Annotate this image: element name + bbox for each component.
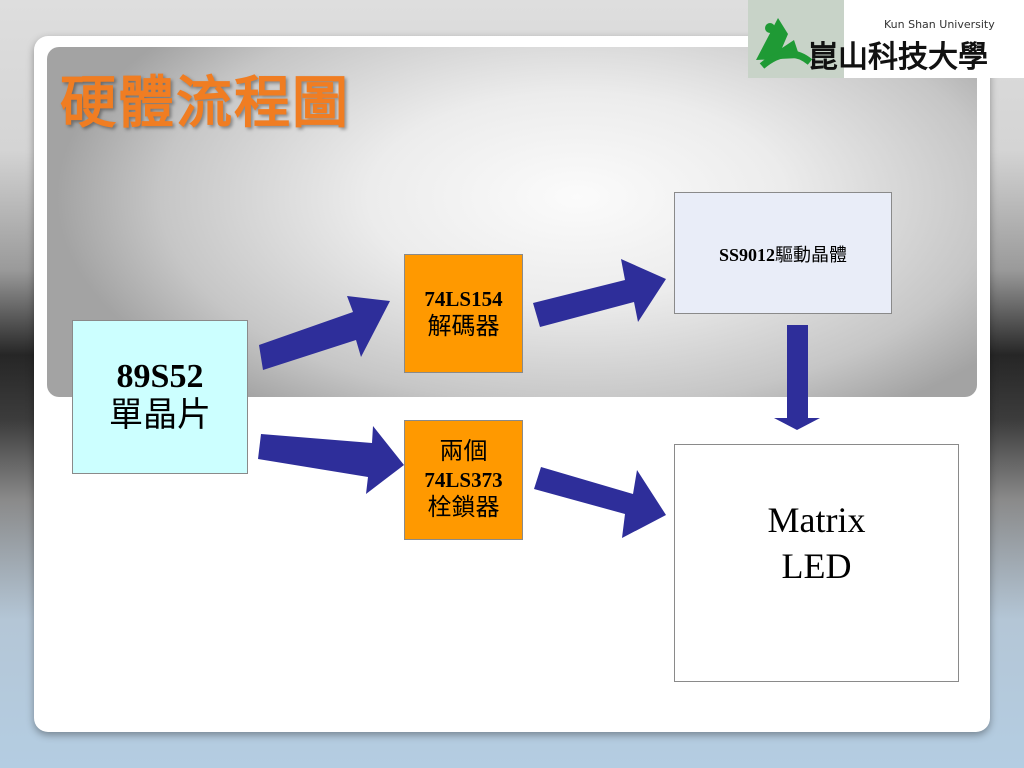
arrow-latch-to-matrix bbox=[534, 467, 666, 538]
decoder-part-label: 74LS154 bbox=[424, 286, 503, 311]
arrow-mcu-to-decoder bbox=[259, 296, 390, 370]
university-logo: Kun Shan University 崑山科技大學 bbox=[748, 0, 1024, 78]
led-label: LED bbox=[781, 546, 852, 586]
matrix-label: Matrix bbox=[767, 500, 866, 540]
latch-box: 兩個 74LS373 栓鎖器 bbox=[404, 420, 523, 540]
driver-desc-label: 驅動晶體 bbox=[775, 245, 848, 265]
decoder-box: 74LS154 解碼器 bbox=[404, 254, 523, 373]
arrow-decoder-to-driver bbox=[533, 259, 666, 327]
page-title: 硬體流程圖 bbox=[60, 71, 350, 136]
mcu-desc-label: 單晶片 bbox=[109, 397, 211, 434]
latch-desc-label: 栓鎖器 bbox=[427, 495, 500, 521]
arrow-mcu-to-latch bbox=[258, 426, 404, 494]
latch-count-label: 兩個 bbox=[439, 439, 488, 465]
latch-part-label: 74LS373 bbox=[424, 468, 503, 492]
logo-english-name: Kun Shan University bbox=[884, 18, 995, 31]
driver-label: SS9012驅動晶體 bbox=[719, 241, 847, 267]
arrow-driver-to-matrix bbox=[774, 325, 820, 430]
logo-chinese-name: 崑山科技大學 bbox=[808, 40, 988, 75]
matrix-led-box: Matrix LED bbox=[674, 444, 959, 682]
driver-part-label: SS9012 bbox=[718, 245, 776, 265]
mcu-part-label: 89S52 bbox=[116, 358, 204, 395]
mountain-logo-icon bbox=[756, 18, 813, 69]
driver-box: SS9012驅動晶體 bbox=[674, 192, 892, 314]
mcu-box: 89S52 單晶片 bbox=[72, 320, 248, 474]
decoder-desc-label: 解碼器 bbox=[427, 313, 500, 340]
logo-mark bbox=[748, 0, 844, 78]
